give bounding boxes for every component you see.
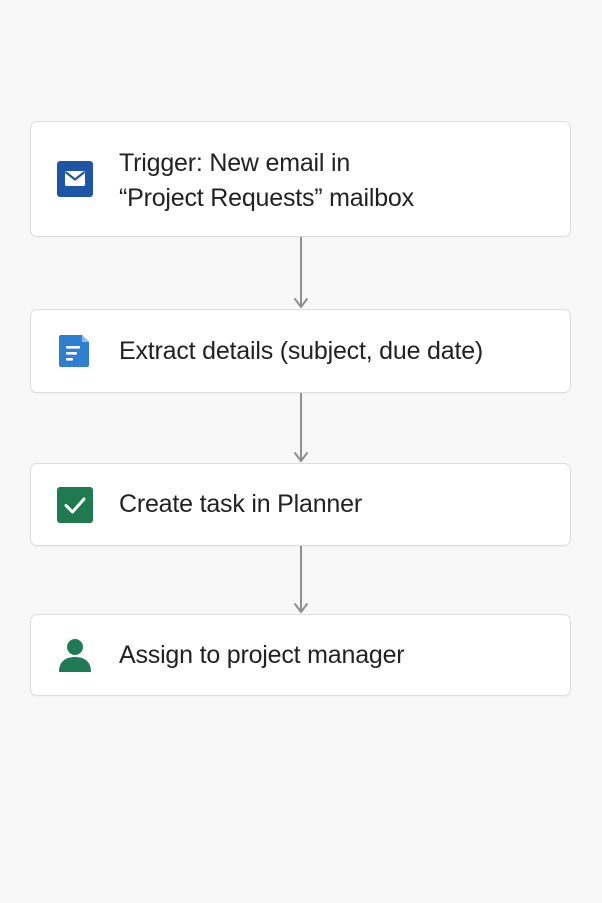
step-create-task-label: Create task in Planner [119,490,362,518]
connector-arrow [292,546,310,614]
step-create-task-card[interactable]: Create task in Planner [30,463,571,546]
mail-icon [57,161,93,197]
step-assign-card[interactable]: Assign to project manager [30,614,571,696]
step-extract-label: Extract details (subject, due date) [119,337,484,365]
connector-arrow [292,237,310,309]
step-extract-card[interactable]: Extract details (subject, due date) [30,309,571,393]
step-trigger-label: Trigger: New email in “Project Requests”… [119,146,550,216]
step-trigger-card[interactable]: Trigger: New email in “Project Requests”… [30,121,571,237]
document-icon [57,333,93,369]
connector-arrow [292,393,310,463]
step-trigger-label-line-1: Trigger: New email in [119,149,351,177]
person-icon [57,637,93,673]
checkbox-icon [57,486,93,523]
step-assign-label: Assign to project manager [119,641,405,669]
step-trigger-label-line-2: “Project Requests” mailbox [119,184,414,212]
